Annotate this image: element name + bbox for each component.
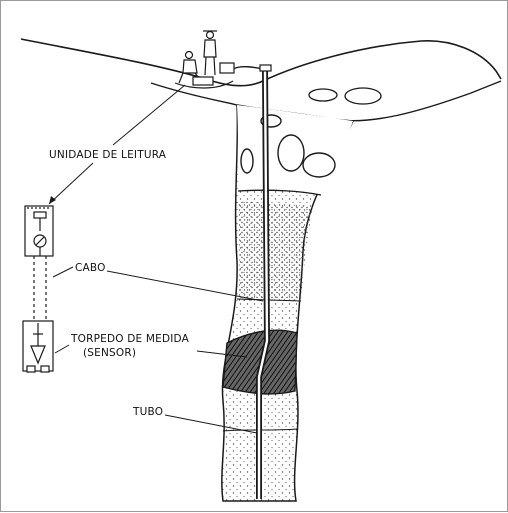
label-probe-line2: (SENSOR) xyxy=(83,347,136,359)
reading-unit-arrowhead xyxy=(49,196,56,204)
reading-unit-leader xyxy=(113,85,185,145)
cable-schematic xyxy=(34,256,46,321)
label-reading-unit: UNIDADE DE LEITURA xyxy=(49,149,167,161)
reading-unit-schematic xyxy=(25,206,53,256)
probe-schematic xyxy=(23,321,53,372)
operators-icon xyxy=(175,31,234,88)
label-tube: TUBO xyxy=(132,406,163,418)
probe-leader-left xyxy=(55,345,69,353)
tube-cap xyxy=(260,65,271,71)
reading-unit-arrow xyxy=(49,163,93,204)
label-cable: CABO xyxy=(75,262,106,274)
cable-leader-left xyxy=(53,267,73,277)
surface-rocks xyxy=(309,88,381,104)
ground-surface xyxy=(21,39,501,86)
surface-cable xyxy=(233,67,263,69)
label-probe-line1: TORPEDO DE MEDIDA xyxy=(70,333,190,345)
soil-layer-dense xyxy=(237,201,313,301)
